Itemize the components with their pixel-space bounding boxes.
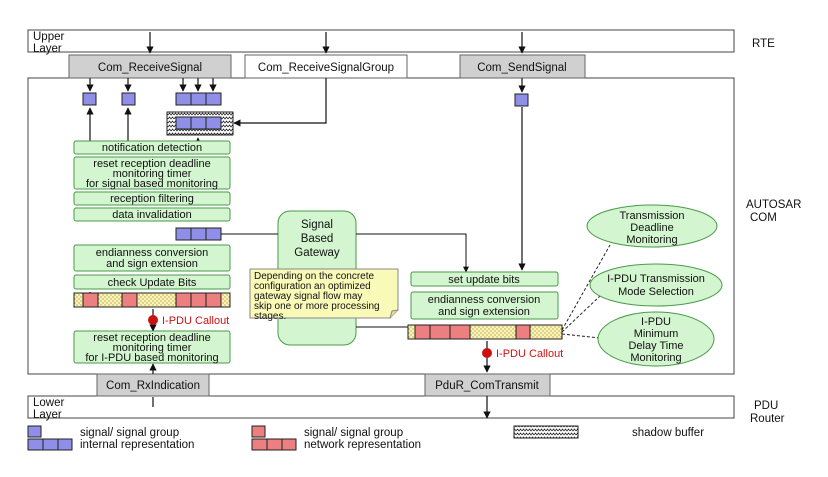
svg-text:I-PDU Callout: I-PDU Callout <box>496 348 563 360</box>
svg-text:Com_SendSignal: Com_SendSignal <box>477 62 567 74</box>
api-com-receive-signal[interactable]: Com_ReceiveSignal <box>68 54 232 79</box>
svg-text:Com_ReceiveSignalGroup: Com_ReceiveSignalGroup <box>258 62 394 74</box>
shadow-buffer <box>166 111 234 136</box>
rx-ipdu-network-representation <box>73 292 231 308</box>
tx-step-set-update-bits: set update bits <box>410 271 559 287</box>
rx-step-data-invalidation: data invalidation <box>73 207 231 222</box>
rx-step-notification-detection: notification detection <box>73 140 231 155</box>
svg-text:check Update Bits: check Update Bits <box>108 277 197 289</box>
svg-text:PduR_ComTransmit: PduR_ComTransmit <box>435 380 540 392</box>
rx-step-reception-filtering: reception filtering <box>73 191 231 206</box>
rx-ipdu-callout: I-PDU Callout <box>148 309 229 332</box>
svg-text:Com_ReceiveSignal: Com_ReceiveSignal <box>98 62 202 74</box>
tx-ipdu-callout: I-PDU Callout <box>482 341 563 373</box>
api-com-receive-signal-group[interactable]: Com_ReceiveSignalGroup <box>244 54 408 79</box>
ellipse-connectors <box>561 244 611 339</box>
upper-layer-bar <box>27 29 735 53</box>
rx-step-check-update-bits: check Update Bits <box>73 274 231 290</box>
svg-text:Com_RxIndication: Com_RxIndication <box>106 380 200 392</box>
svg-text:data invalidation: data invalidation <box>112 209 192 221</box>
svg-text:notification detection: notification detection <box>102 142 202 154</box>
svg-text:set update bits: set update bits <box>448 274 520 286</box>
api-pdur-com-transmit[interactable]: PduR_ComTransmit <box>424 373 551 397</box>
api-com-send-signal[interactable]: Com_SendSignal <box>459 54 586 79</box>
legend-shadow-label: shadow buffer <box>632 427 704 439</box>
upper-layer-arrows <box>86 32 526 127</box>
lower-layer-bar <box>27 395 735 419</box>
api-com-rx-indication[interactable]: Com_RxIndication <box>96 373 210 397</box>
tx-ipdu-network-representation <box>407 324 563 340</box>
tx-down-line <box>483 107 526 419</box>
gateway-flow-lines <box>221 233 469 328</box>
svg-text:I-PDU Callout: I-PDU Callout <box>162 315 229 327</box>
rte-label: RTE <box>752 38 775 50</box>
gateway-internal-buffer <box>175 227 222 241</box>
rx-internal-signals <box>82 92 529 107</box>
svg-text:reception filtering: reception filtering <box>110 193 194 205</box>
